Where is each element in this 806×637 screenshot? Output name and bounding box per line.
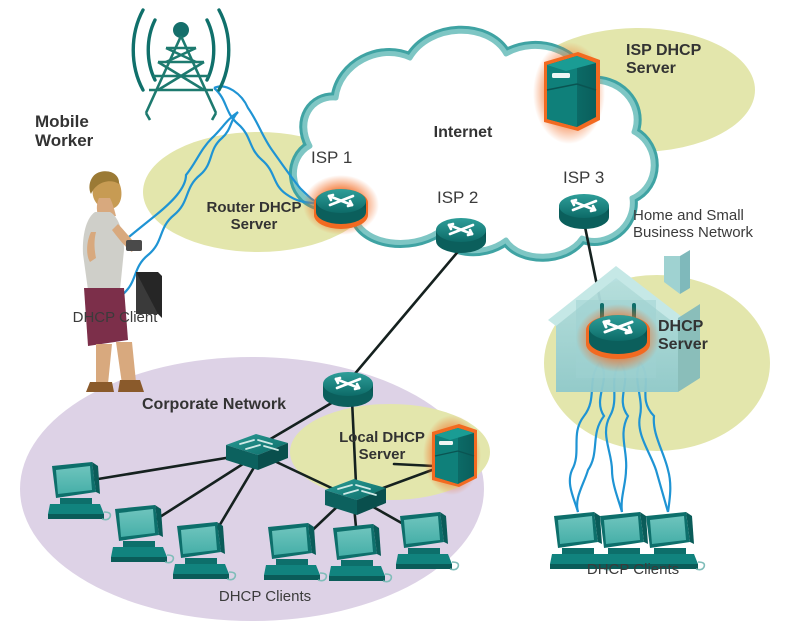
label-router-dhcp-server: Router DHCP Server xyxy=(206,199,302,233)
link-corporate-router-switch2 xyxy=(350,398,358,486)
router-isp3[interactable] xyxy=(559,194,609,229)
label-mobile-dhcp-client: DHCP Client xyxy=(72,309,158,326)
pc-corporate-3[interactable] xyxy=(173,522,237,581)
switch-corporate-2[interactable] xyxy=(325,479,386,515)
pc-corporate-4[interactable] xyxy=(264,523,328,582)
pc-home-3[interactable] xyxy=(642,512,706,571)
label-home-dhcp-server: DHCP Server xyxy=(658,318,708,353)
label-isp1: ISP 1 xyxy=(311,148,353,167)
link-corporate-router-switch1 xyxy=(260,396,342,446)
pc-corporate-2[interactable] xyxy=(111,505,175,564)
label-corporate-dhcp-clients: DHCP Clients xyxy=(218,588,312,605)
link-switch1-pc1 xyxy=(90,454,240,482)
label-home-small-business-network: Home and Small Business Network xyxy=(633,207,754,241)
label-internet: Internet xyxy=(433,124,493,141)
link-switch1-switch2 xyxy=(266,456,342,494)
router-corporate-edge[interactable] xyxy=(323,372,373,407)
server-isp-dhcp[interactable] xyxy=(533,42,605,144)
label-mobile-worker: Mobile Worker xyxy=(35,112,94,151)
pc-corporate-1[interactable] xyxy=(48,462,112,521)
pc-corporate-6[interactable] xyxy=(396,512,460,571)
label-home-dhcp-clients: DHCP Clients xyxy=(586,561,680,578)
label-isp2: ISP 2 xyxy=(437,188,479,207)
mobile-worker-person xyxy=(82,171,162,392)
label-isp3: ISP 3 xyxy=(563,168,605,187)
pc-home-1[interactable] xyxy=(550,512,614,571)
pc-corporate-5[interactable] xyxy=(329,524,393,583)
link-isp2-corporate-router xyxy=(351,246,463,378)
label-corporate-network: Corporate Network xyxy=(141,396,287,413)
pc-group xyxy=(48,462,706,583)
link-switch1-pc2 xyxy=(150,460,248,524)
server-local-dhcp[interactable] xyxy=(423,415,481,495)
router-isp2[interactable] xyxy=(436,218,486,253)
label-local-dhcp-server: Local DHCP Server xyxy=(339,429,425,463)
switch-corporate-1[interactable] xyxy=(226,434,288,470)
wireless-router-home-dhcp[interactable] xyxy=(576,303,660,372)
router-isp1[interactable] xyxy=(303,175,379,235)
cell-tower xyxy=(131,8,231,121)
label-isp-dhcp-server: ISP DHCP Server xyxy=(626,42,702,77)
